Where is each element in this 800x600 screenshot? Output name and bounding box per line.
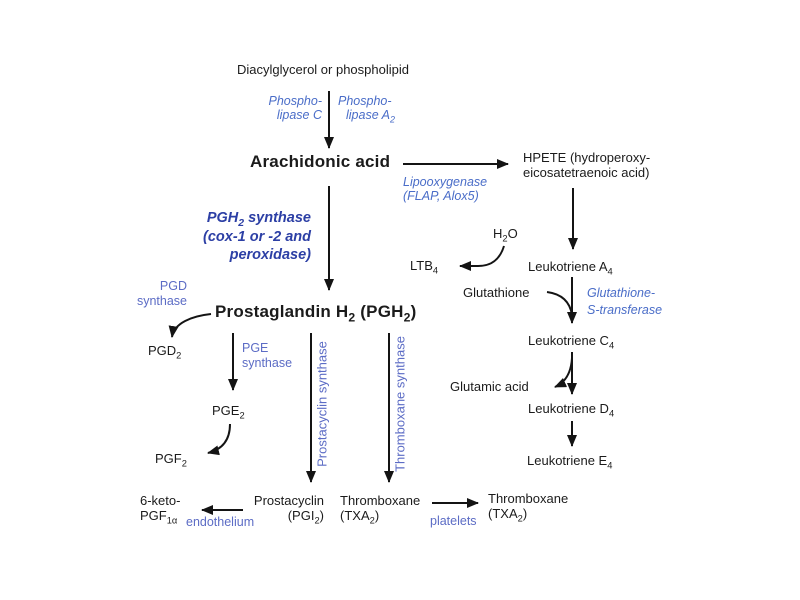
prostacyclin-node: Prostacyclin (PGI2) <box>253 493 324 526</box>
hpete-node: HPETE (hydroperoxy- eicosatetraenoic aci… <box>523 150 651 180</box>
leukotriene-c4-node: Leukotriene C4 <box>528 333 615 351</box>
arrow-h2o-to-ltb4 <box>459 245 505 271</box>
arachidonic-acid-node: Arachidonic acid <box>250 152 391 171</box>
phospholipase-c-enzyme-label: Phospho- lipase C <box>268 94 322 122</box>
pgd2-node: PGD2 <box>148 343 182 361</box>
leukotriene-a4-node: Leukotriene A4 <box>528 259 613 277</box>
prostacyclin-synthase-enzyme-label: Prostacyclin synthase <box>314 341 330 467</box>
arrow-pgh2-to-pgd2 <box>168 313 212 338</box>
glutathione-label: Glutathione <box>463 285 530 300</box>
arrow-pge2-to-pgf2 <box>207 423 231 456</box>
pgh2-synthase-enzyme-label: PGH2 synthase (cox-1 or -2 and peroxidas… <box>203 210 311 263</box>
h2o-label: H2O <box>493 226 518 244</box>
glutamic-acid-label: Glutamic acid <box>450 379 529 394</box>
pgd-synthase-enzyme-label: PGD synthase <box>136 279 187 308</box>
diacylglycerol-label: Diacylglycerol or phospholipid <box>237 62 409 77</box>
thromboxane-synthase-enzyme-label: Thromboxane synthase <box>392 336 408 472</box>
platelets-label: platelets <box>430 514 477 528</box>
thromboxane-left-node: Thromboxane (TXA2) <box>340 493 421 526</box>
pge2-node: PGE2 <box>212 403 245 421</box>
pge-synthase-enzyme-label: PGE synthase <box>242 341 293 370</box>
glutathione-s-transferase-enzyme-label: Glutathione- S-transferase <box>587 286 663 317</box>
lipooxygenase-enzyme-label: Lipooxygenase (FLAP, Alox5) <box>403 175 488 203</box>
ltb4-node: LTB4 <box>410 258 439 276</box>
leukotriene-d4-node: Leukotriene D4 <box>528 401 615 419</box>
leukotriene-e4-node: Leukotriene E4 <box>527 453 613 471</box>
arrow-branch-glutamic-acid <box>554 357 573 388</box>
phospholipase-a2-enzyme-label: Phospho- lipase A2 <box>338 94 396 125</box>
endothelium-label: endothelium <box>186 515 255 529</box>
6-keto-pgf1a-node: 6-keto- PGF1α <box>140 493 181 526</box>
prostaglandin-h2-node: Prostaglandin H2 (PGH2) <box>215 302 417 325</box>
curve-glutathione-input <box>546 291 573 316</box>
pgf2-node: PGF2 <box>155 451 187 469</box>
thromboxane-right-node: Thromboxane (TXA2) <box>488 491 569 524</box>
